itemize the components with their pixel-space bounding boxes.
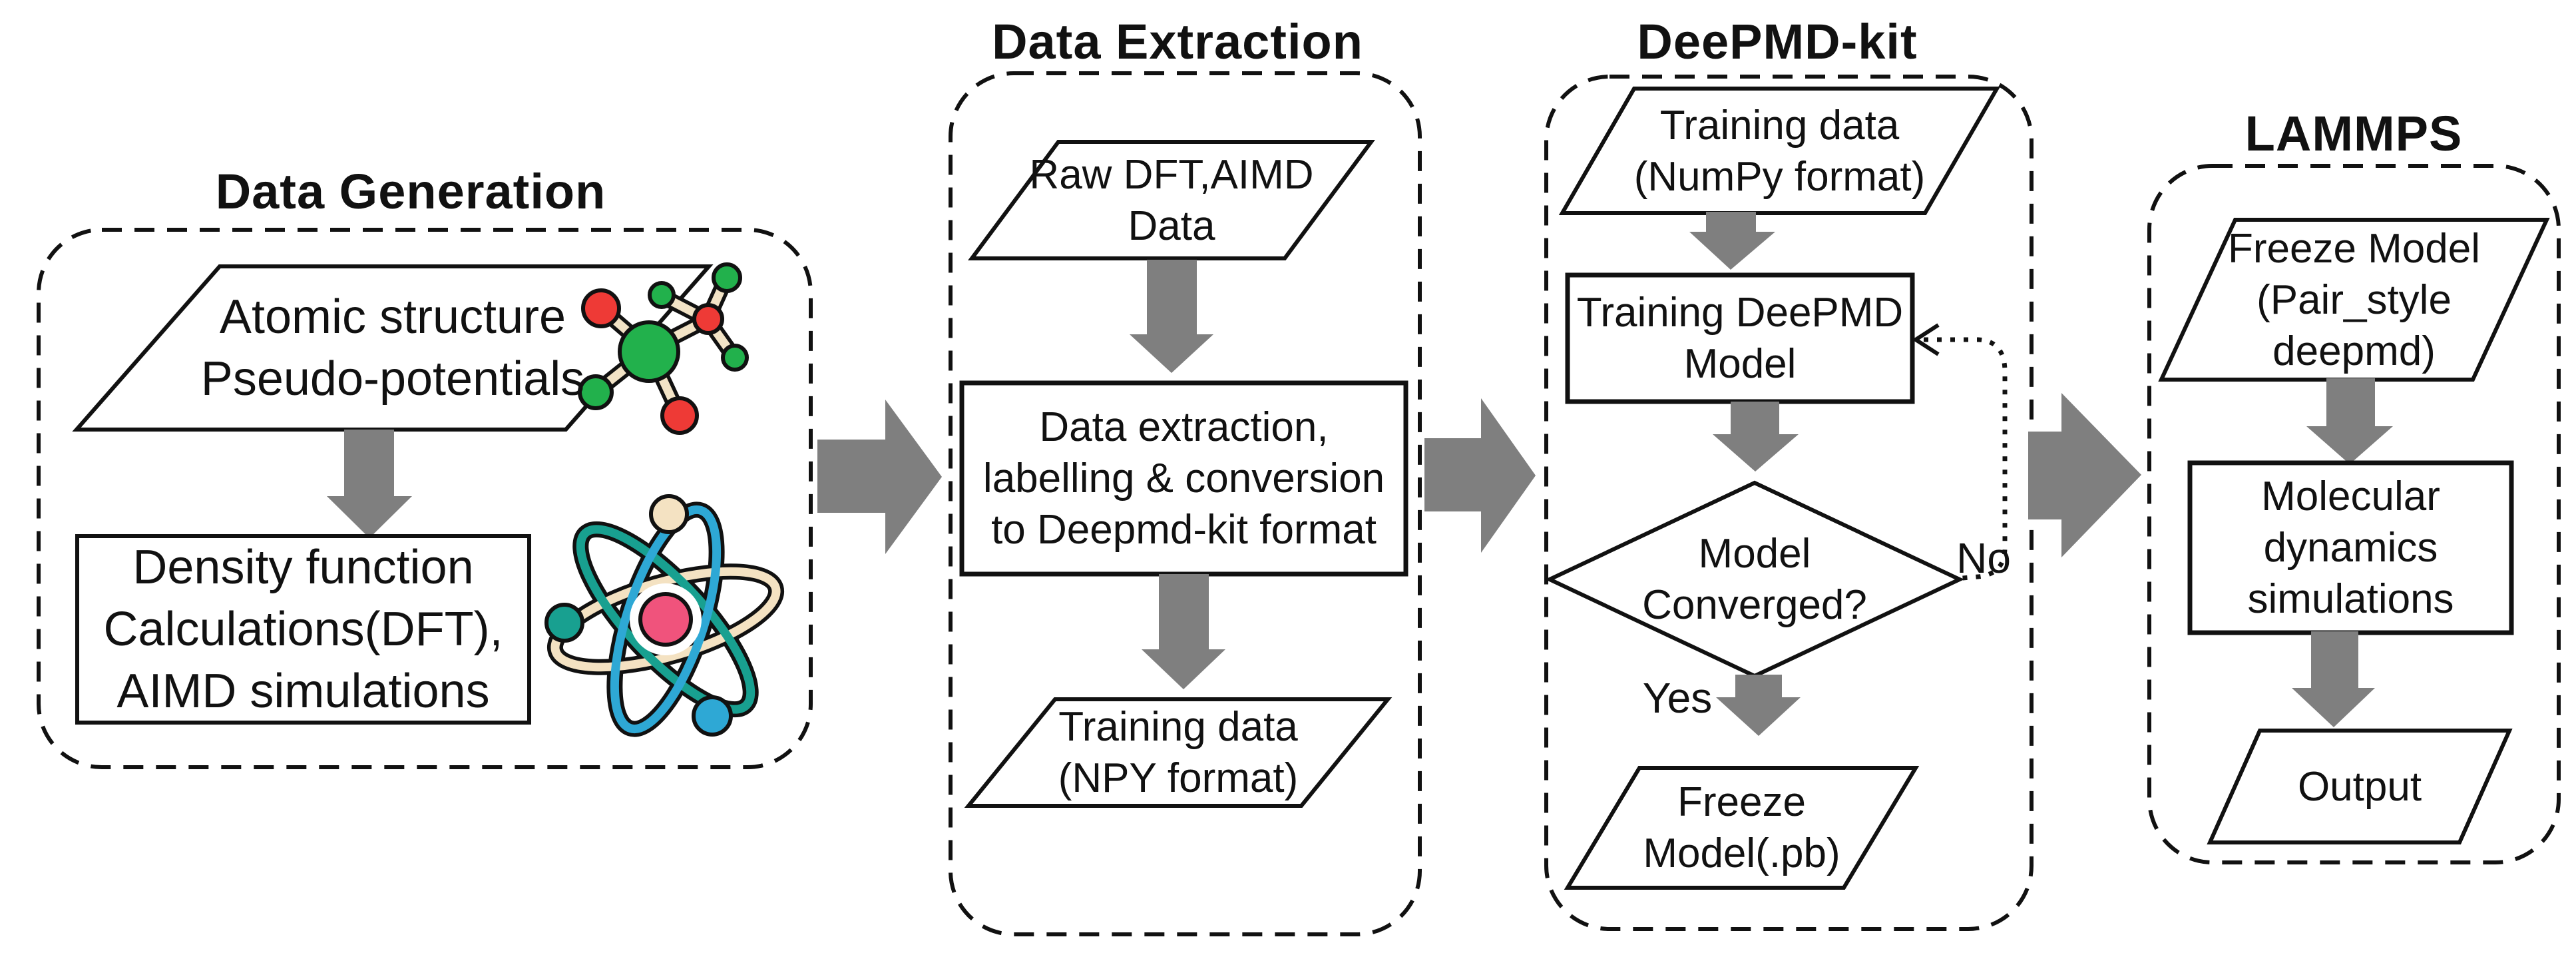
down-arrow-icon <box>2306 378 2393 464</box>
down-arrow-icon <box>1716 675 1801 736</box>
down-arrow-icon <box>1142 574 1225 689</box>
node-shape-md-simulations <box>2187 460 2514 635</box>
node-shape-output <box>2207 729 2513 844</box>
section-box-data-extraction <box>949 71 1422 936</box>
node-shape-training-data-npy <box>964 697 1393 808</box>
section-box-lammps <box>2147 164 2561 864</box>
molecule-icon <box>578 262 749 435</box>
node-shape-freeze-model-pairstyle <box>2158 218 2550 382</box>
node-shape-training-data-numpy <box>1558 87 2001 215</box>
down-arrow-icon <box>1713 402 1799 472</box>
flow-arrow-extraction-to-deepmd <box>1424 398 1536 553</box>
node-shape-dft-calculations <box>75 534 531 725</box>
section-box-data-generation <box>37 228 813 769</box>
node-shape-raw-data <box>968 140 1375 260</box>
node-shape-training-deepmd-model <box>1565 272 1915 404</box>
down-arrow-icon <box>1689 212 1775 270</box>
node-shape-freeze-model-pb <box>1564 766 1920 890</box>
down-arrow-icon <box>327 430 412 538</box>
down-arrow-icon <box>2292 631 2375 727</box>
loop-arrowhead-icon <box>1912 323 1940 356</box>
atom-icon <box>544 494 785 737</box>
node-shape-data-extraction-process <box>959 380 1408 577</box>
down-arrow-icon <box>1130 260 1213 373</box>
flow-arrow-gen-to-extraction <box>817 400 942 554</box>
node-shape-model-converged <box>1544 480 1965 679</box>
flow-arrow-deepmd-to-lammps <box>2028 393 2141 557</box>
node-shape-atomic-structure <box>72 264 714 432</box>
feedback-loop-no <box>1912 323 2008 581</box>
